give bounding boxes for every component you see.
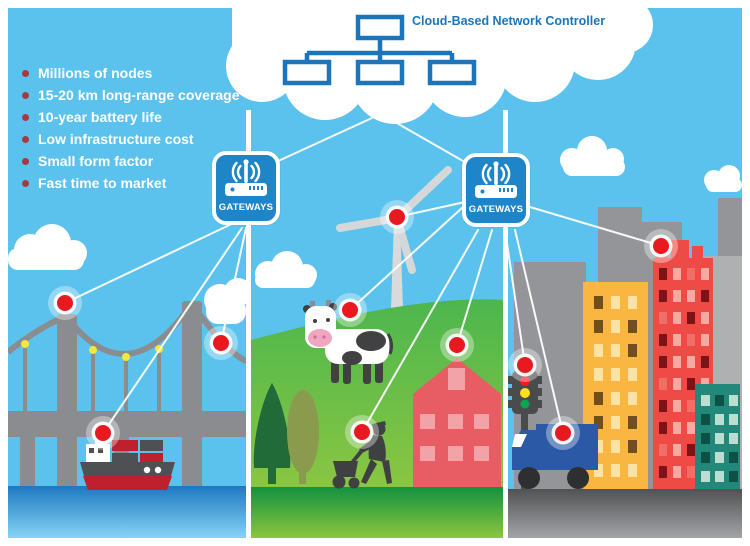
router-antenna-icon bbox=[225, 159, 267, 196]
router-antenna-icon bbox=[475, 161, 517, 198]
feature-item: Small form factor bbox=[22, 150, 240, 172]
connection-lines bbox=[64, 117, 662, 434]
feature-list: Millions of nodes 15-20 km long-range co… bbox=[22, 62, 240, 194]
sensor-node-farm-house bbox=[449, 337, 465, 353]
feature-item: Fast time to market bbox=[22, 172, 240, 194]
feature-item: 15-20 km long-range coverage bbox=[22, 84, 240, 106]
sensor-node-bridge-tower bbox=[57, 295, 73, 311]
sensor-node-delivery-truck bbox=[555, 425, 571, 441]
harbor-scene bbox=[8, 224, 246, 538]
gateway-label: GATEWAYS bbox=[468, 204, 524, 215]
sensor-node-cargo-ship bbox=[95, 425, 111, 441]
rural-scene bbox=[251, 166, 503, 538]
sensor-node-city-building bbox=[653, 238, 669, 254]
sensor-node-traffic-light bbox=[517, 357, 533, 373]
sensor-node-pedestrian bbox=[354, 424, 370, 440]
gateway-left: GATEWAYS bbox=[212, 151, 280, 225]
road bbox=[508, 489, 742, 538]
water bbox=[8, 486, 246, 538]
sensor-node-bridge-cable bbox=[213, 335, 229, 351]
cloud bbox=[560, 136, 742, 192]
cloud-shape bbox=[226, 0, 653, 124]
city-scene bbox=[508, 136, 742, 538]
teal-building bbox=[695, 384, 740, 490]
bridge-structure bbox=[8, 301, 246, 490]
pedestrian-with-stroller bbox=[332, 421, 392, 489]
page-title: Cloud-Based Network Controller bbox=[412, 14, 606, 28]
cloud bbox=[255, 251, 317, 288]
sensor-node-wind-turbine bbox=[389, 209, 405, 225]
cow bbox=[303, 300, 394, 384]
delivery-truck bbox=[512, 424, 598, 489]
ground bbox=[251, 487, 503, 538]
feature-item: Millions of nodes bbox=[22, 62, 240, 84]
gateway-right: GATEWAYS bbox=[462, 153, 530, 227]
sensor-node-cow bbox=[342, 302, 358, 318]
gateway-label: GATEWAYS bbox=[218, 202, 274, 213]
feature-item: Low infrastructure cost bbox=[22, 128, 240, 150]
cargo-ship bbox=[80, 437, 175, 490]
trees bbox=[253, 383, 319, 484]
feature-item: 10-year battery life bbox=[22, 106, 240, 128]
cloud bbox=[8, 224, 246, 324]
farm-house bbox=[413, 358, 501, 487]
network-tree-icon bbox=[282, 14, 477, 86]
